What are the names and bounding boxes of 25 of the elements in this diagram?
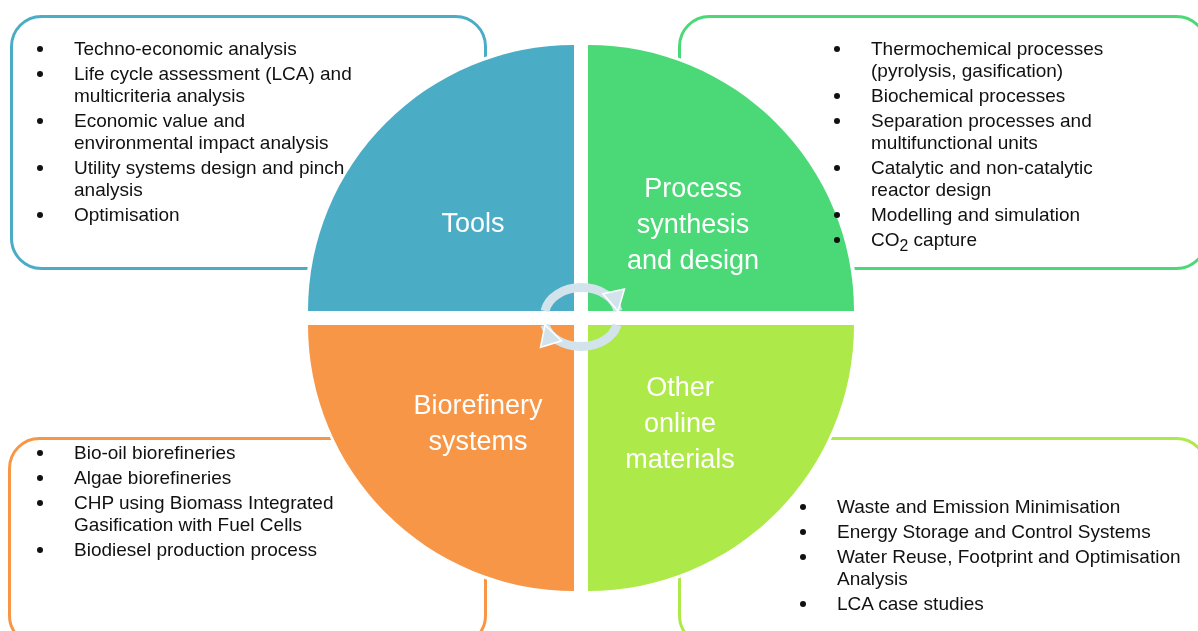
- list-item-text: LCA case studies: [837, 593, 985, 615]
- list-item-text: Life cycle assessment (LCA) and multicriteria analysis: [74, 63, 353, 107]
- list-item-text: Thermochemical processes (pyrolysis, gasification): [871, 38, 1105, 82]
- curved-arrow: [540, 323, 622, 351]
- list-item-text: Biochemical processes: [871, 85, 1067, 107]
- list-item-text: Biodiesel production process: [74, 539, 318, 561]
- quadrant-title: Tools: [440, 207, 506, 240]
- list-item-text: Utility systems design and pinch analysis: [74, 157, 346, 201]
- list-item-text: Modelling and simulation: [871, 204, 1082, 226]
- list-item-text: Water Reuse, Footprint and Optimisation Analysis: [837, 546, 1182, 590]
- quadrant-title: Other online materials: [624, 371, 736, 476]
- list-item-text: CO$_{2}$ capture: [871, 229, 978, 256]
- list-item-text: Optimisation: [74, 204, 181, 226]
- list-item-text: Economic value and environmental impact analysis: [74, 110, 330, 154]
- curved-arrow: [540, 283, 624, 313]
- list-item-text: Algae biorefineries: [74, 467, 233, 489]
- list-item-text: CHP using Biomass Integrated Gasification with Fuel Cells: [74, 492, 335, 536]
- list-item-text: Bio-oil biorefineries: [74, 442, 237, 464]
- quadrant-title: Process synthesis and design: [625, 172, 761, 277]
- list-item-text: Separation processes and multifunctional units: [871, 110, 1093, 154]
- list-item-text: Techno-economic analysis: [74, 38, 298, 60]
- quadrant-title: Biorefinery systems: [412, 389, 544, 458]
- list-item-text: Catalytic and non-catalytic reactor design: [871, 157, 1094, 201]
- list-item-text: Waste and Emission Minimisation: [837, 496, 1122, 518]
- list-item-text: Energy Storage and Control Systems: [837, 521, 1152, 543]
